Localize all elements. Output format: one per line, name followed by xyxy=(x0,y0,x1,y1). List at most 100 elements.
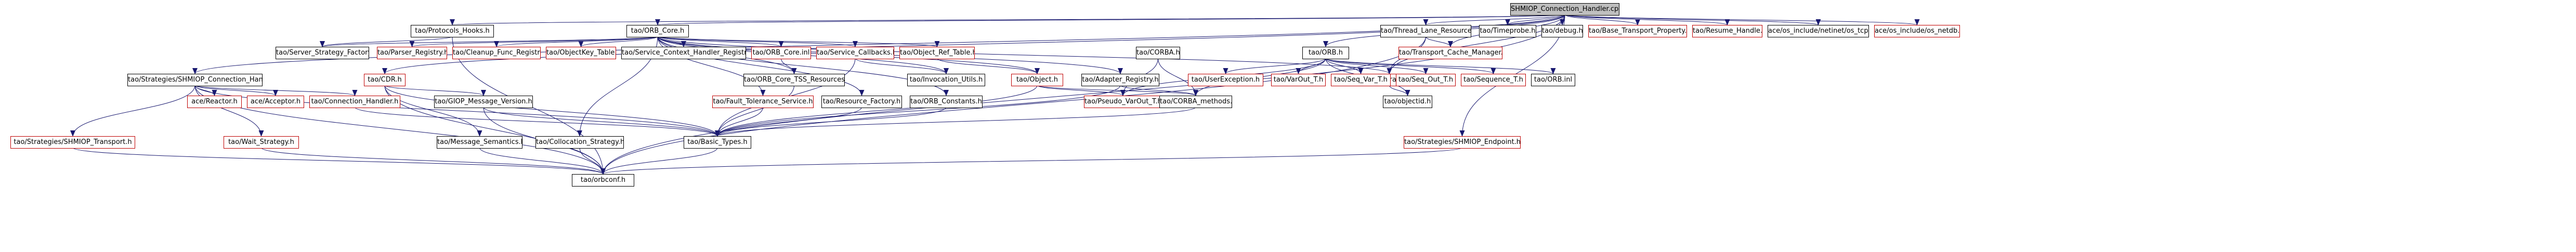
edge-orb_constants-to-basic_types xyxy=(715,107,947,137)
edge-orb_h-to-seq_var_t xyxy=(1325,58,1364,74)
edge-strategies_transport-to-orbconf xyxy=(72,147,606,175)
edge-object_h-to-basic_types xyxy=(715,85,1038,137)
node-object-h[interactable]: tao/Object.h xyxy=(1011,74,1063,86)
node-transport-cache-manager[interactable]: tao/Transport_Cache_Manager.h xyxy=(1398,47,1502,59)
edge-root-to-orbconf xyxy=(600,14,1565,175)
node-debug[interactable]: tao/debug.h xyxy=(1541,25,1583,37)
node-service-context-handler-registry[interactable]: tao/Service_Context_Handler_Registry.h xyxy=(621,47,746,59)
edge-params-to-objectid xyxy=(1389,85,1410,96)
edge-root-to-base_transport_prop xyxy=(1564,14,1640,25)
node-corba-methods[interactable]: tao/CORBA_methods.h xyxy=(1159,96,1232,108)
node-varout-t[interactable]: tao/VarOut_T.h xyxy=(1271,74,1326,86)
edge-strategies_connection_handler-to-ace_acceptor xyxy=(194,85,278,96)
edge-cdr-to-basic_types xyxy=(384,85,720,137)
node-connection-handler[interactable]: tao/Connection_Handler.h xyxy=(309,96,400,108)
edge-root-to-strategies_connection_handler xyxy=(192,14,1565,74)
edge-basic_types-to-orbconf xyxy=(600,147,718,175)
node-seq-var-t[interactable]: tao/Seq_Var_T.h xyxy=(1331,74,1391,86)
edge-object_h-to-pseudo_varout_t xyxy=(1037,85,1126,96)
edge-orb_core_tss_resources-to-basic_types xyxy=(715,85,794,137)
edge-root-to-timeprobe xyxy=(1505,14,1565,25)
edge-orb_core-to-service_callbacks xyxy=(657,36,858,47)
edge-orb_core-to-object_ref_table xyxy=(657,36,939,47)
node-object-ref-table[interactable]: tao/Object_Ref_Table.h xyxy=(899,47,975,59)
edge-orb_core-to-server_strategy_factory xyxy=(320,36,658,47)
node-fault-tolerance-service[interactable]: tao/Fault_Tolerance_Service.h xyxy=(712,96,814,108)
edge-object_h-to-corba_methods xyxy=(1037,85,1198,96)
node-root: SHMIOP_Connection_Handler.cpp xyxy=(1510,3,1619,16)
edge-protocols_hooks-to-server_strategy_factory xyxy=(320,36,453,47)
node-orb-h[interactable]: tao/ORB.h xyxy=(1302,47,1349,59)
edge-strategies_endpoint-to-orbconf xyxy=(600,147,1462,175)
node-timeprobe[interactable]: tao/Timeprobe.h xyxy=(1479,25,1536,37)
edge-root-to-orb_core xyxy=(656,14,1565,25)
node-objectid[interactable]: tao/objectid.h xyxy=(1383,96,1432,108)
node-wait-strategy[interactable]: tao/Wait_Strategy.h xyxy=(224,136,299,149)
node-strategies-endpoint[interactable]: tao/Strategies/SHMIOP_Endpoint.h xyxy=(1404,136,1521,149)
node-orb-inl[interactable]: tao/ORB.inl xyxy=(1531,74,1575,86)
node-ace-netdb[interactable]: ace/os_include/os_netdb.h xyxy=(1874,25,1960,37)
edge-corba_methods-to-basic_types xyxy=(715,107,1196,137)
node-service-callbacks[interactable]: tao/Service_Callbacks.h xyxy=(816,47,894,59)
node-strategies-connection-handler[interactable]: tao/Strategies/SHMIOP_Connection_Handler… xyxy=(127,74,263,86)
edge-adapter_registry-to-basic_types xyxy=(715,85,1121,137)
node-ace-acceptor[interactable]: ace/Acceptor.h xyxy=(247,96,304,108)
node-base-transport-prop[interactable]: tao/Base_Transport_Property.h xyxy=(1588,25,1687,37)
edge-root-to-thread_lane xyxy=(1423,14,1565,25)
node-resume-handle[interactable]: tao/Resume_Handle.h xyxy=(1692,25,1762,37)
node-orb-core-inl[interactable]: tao/ORB_Core.inl xyxy=(751,47,811,59)
node-strategies-transport[interactable]: tao/Strategies/SHMIOP_Transport.h xyxy=(10,136,135,149)
edge-orb_core_inl-to-orb_core_tss_resources xyxy=(781,58,797,74)
edge-orb_h-to-userexception xyxy=(1223,58,1326,74)
node-corba-h[interactable]: tao/CORBA.h xyxy=(1136,47,1180,59)
edge-root-to-ace_netdb xyxy=(1564,14,1919,25)
edge-root-to-resume_handle xyxy=(1564,14,1730,25)
edge-strategies_connection_handler-to-strategies_transport xyxy=(70,85,195,137)
node-message-semantics[interactable]: tao/Message_Semantics.h xyxy=(437,136,522,149)
edge-orb_h-to-sequence_t xyxy=(1325,58,1496,74)
edge-service_callbacks-to-invocation_utils xyxy=(855,58,949,74)
node-collocation-strategy[interactable]: tao/Collocation_Strategy.h xyxy=(535,136,624,149)
edge-strategies_connection_handler-to-basic_types xyxy=(194,85,720,137)
node-adapter-registry[interactable]: tao/Adapter_Registry.h xyxy=(1081,74,1159,86)
node-userexception[interactable]: tao/UserException.h xyxy=(1188,74,1263,86)
node-giop-message-version[interactable]: tao/GIOP_Message_Version.h xyxy=(434,96,533,108)
node-parser-registry[interactable]: tao/Parser_Registry.h xyxy=(377,47,447,59)
edge-cdr-to-message_semantics xyxy=(384,85,482,137)
edge-wait_strategy-to-orbconf xyxy=(261,147,606,175)
edge-cdr-to-giop_message_version xyxy=(384,85,486,96)
node-thread-lane[interactable]: tao/Thread_Lane_Resources.h xyxy=(1380,25,1471,37)
edge-object_ref_table-to-object_h xyxy=(937,58,1040,74)
node-ace-reactor[interactable]: ace/Reactor.h xyxy=(187,96,242,108)
edge-orb_core-to-parser_registry xyxy=(410,36,658,47)
edge-adapter_registry-to-corba_methods xyxy=(1120,85,1198,96)
node-orb-constants[interactable]: tao/ORB_Constants.h xyxy=(910,96,983,108)
node-orb-core-tss-resources[interactable]: tao/ORB_Core_TSS_Resources.h xyxy=(743,74,845,86)
node-orbconf[interactable]: tao/orbconf.h xyxy=(572,174,634,187)
node-seq-out-t[interactable]: tao/Seq_Out_T.h xyxy=(1396,74,1456,86)
edge-strategies_connection_handler-to-wait_strategy xyxy=(194,85,264,137)
node-ace-netinet-tcp[interactable]: ace/os_include/netinet/os_tcp.h xyxy=(1768,25,1869,37)
edge-orb_h-to-orb_inl xyxy=(1325,58,1556,74)
edge-message_semantics-to-orbconf xyxy=(479,147,606,175)
node-resource-factory[interactable]: tao/Resource_Factory.h xyxy=(821,96,902,108)
node-pseudo-varout-t[interactable]: tao/Pseudo_VarOut_T.h xyxy=(1084,96,1162,108)
edge-orb_core-to-cleanup_func_registry xyxy=(494,36,658,47)
node-basic-types[interactable]: tao/Basic_Types.h xyxy=(684,136,751,149)
edge-strategies_connection_handler-to-connection_handler xyxy=(194,85,358,96)
node-cleanup-func-registry[interactable]: tao/Cleanup_Func_Registry.h xyxy=(452,47,541,59)
edge-root-to-protocols_hooks xyxy=(451,14,1565,25)
edge-corba_h-to-corba_methods xyxy=(1158,58,1198,96)
edge-orb_h-to-seq_out_t xyxy=(1325,58,1429,74)
node-sequence-t[interactable]: tao/Sequence_T.h xyxy=(1461,74,1526,86)
node-orb-core[interactable]: tao/ORB_Core.h xyxy=(626,25,689,37)
node-invocation-utils[interactable]: tao/Invocation_Utils.h xyxy=(907,74,985,86)
node-protocols-hooks[interactable]: tao/Protocols_Hooks.h xyxy=(411,25,494,37)
edge-orb_core-to-objectkey_table xyxy=(578,36,658,47)
node-server-strategy-factory[interactable]: tao/Server_Strategy_Factory.h xyxy=(276,47,369,59)
node-objectkey-table[interactable]: tao/ObjectKey_Table.h xyxy=(546,47,616,59)
edge-thread_lane-to-transport_cache_manager xyxy=(1426,36,1453,47)
node-cdr[interactable]: tao/CDR.h xyxy=(364,74,406,86)
